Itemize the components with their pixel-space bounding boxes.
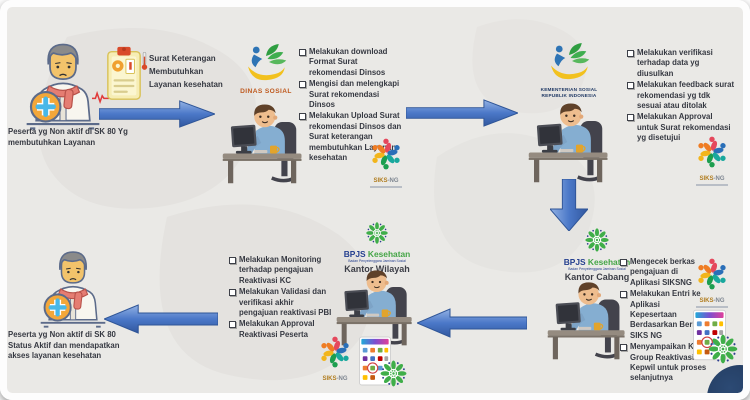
checkbox-bullet-icon [229, 289, 236, 296]
checkbox-bullet-icon [299, 113, 306, 121]
task-text: Melakukan feedback surat rekomendasi yg … [637, 80, 735, 111]
bpjs-brand-label: BPJS [563, 257, 586, 267]
cabang-task-list: Mengecek berkas pengajuan di Aplikasi SI… [620, 257, 708, 385]
checkbox-bullet-icon [299, 49, 306, 56]
task-item: Menyampaikan Ke Group Reaktivasi Kepwil … [620, 342, 708, 384]
siksng-circle-icon [693, 133, 731, 171]
start-label: Peserta yg Non aktif di SK 80 Yg membutu… [8, 127, 128, 147]
dinsos-logo-icon [242, 41, 290, 83]
task-item: Melakukan feedback surat rekomendasi yg … [627, 80, 735, 111]
kemensos-task-list: Melakukan verifikasi terhadap data yg di… [627, 48, 735, 145]
task-item: Melakukan verifikasi terhadap data yg di… [627, 48, 735, 79]
checkbox-bullet-icon [229, 257, 236, 264]
checkbox-bullet-icon [627, 50, 634, 57]
task-text: Melakukan Validasi dan verifikasi akhir … [239, 287, 332, 318]
bpjs-cabang-block: BPJS Kesehatan Badan Penyelenggara Jamin… [549, 227, 645, 283]
task-item: Melakukan Validasi dan verifikasi akhir … [229, 287, 333, 318]
bpjs-tagline: Badan Penyelenggara Jaminan Sosial [568, 267, 626, 271]
bpjs-flower-icon-small-1 [707, 333, 739, 365]
dinsos-org-label: DINAS SOSIAL [240, 88, 292, 95]
checkbox-bullet-icon [627, 82, 634, 89]
task-item: Mengisi dan melengkapi Surat rekomendasi… [299, 79, 405, 110]
task-item: Melakukan Monitoring terhadap pengajuan … [229, 255, 333, 286]
patient-start-icon [17, 41, 109, 131]
checkbox-bullet-icon [620, 344, 627, 351]
task-text: Mengisi dan melengkapi Surat rekomendasi… [309, 79, 400, 110]
checkbox-bullet-icon [620, 259, 627, 266]
siksng-logo-4: SIKS-NG [313, 333, 357, 383]
siksng-subline [369, 186, 403, 188]
dinsos-task-list: Melakukan download Format Surat rekomend… [299, 47, 405, 164]
cabang-operator-icon [543, 279, 631, 361]
task-text: Melakukan download Format Surat rekomend… [309, 47, 388, 77]
wilayah-office-label: Kantor Wilayah [344, 264, 410, 274]
patient-end-icon [27, 249, 119, 329]
task-text: Melakukan verifikasi terhadap data yg di… [637, 48, 713, 78]
siksng-label: SIKS [373, 178, 388, 184]
task-text: Melakukan Upload Surat rekomendasi Dinso… [309, 111, 402, 163]
checkbox-bullet-icon [229, 321, 236, 329]
siksng-logo-2: SIKS-NG [689, 133, 735, 186]
siksng-circle-icon [367, 135, 405, 173]
bpjs-wilayah-block: BPJS Kesehatan Badan Penyelenggara Jamin… [329, 221, 425, 275]
task-text: Melakukan Monitoring terhadap pengajuan … [239, 255, 322, 285]
cabang-office-label: Kantor Cabang [564, 272, 630, 282]
kemensos-org-line2: REPUBLIK INDONESIA [541, 92, 597, 98]
bpjs-flower-icon [584, 227, 610, 253]
task-item: Melakukan Approval untuk Surat rekomenda… [627, 112, 735, 143]
task-text: Melakukan Entri ke Aplikasi Kepesertaan … [630, 289, 706, 340]
dinsos-logo-block: DINAS SOSIAL [223, 41, 309, 95]
diagram-stage: Peserta yg Non aktif di SK 80 Yg membutu… [7, 7, 743, 393]
task-item: Mengecek berkas pengajuan di Aplikasi SI… [620, 257, 708, 288]
arrow-kemensos-to-cabang-icon [550, 179, 588, 231]
arrow-start-to-dinsos-icon [99, 100, 215, 128]
siksng-circle-icon [693, 255, 731, 293]
kemensos-org-line1: KEMENTERIAN SOSIAL [540, 87, 598, 92]
task-text: Menyampaikan Ke Group Reaktivasi Kepwil … [630, 342, 707, 383]
referral-note-label: Surat Keterangan Membutuhkan Layanan kes… [149, 54, 223, 89]
task-text: Melakukan Approval Reaktivasi Peserta [239, 319, 315, 339]
kemensos-operator-icon [525, 100, 613, 184]
dinsos-operator-icon [219, 101, 307, 185]
task-item: Melakukan Approval Reaktivasi Peserta [229, 319, 333, 340]
world-map-watermark [38, 19, 595, 381]
task-item: Melakukan Upload Surat rekomendasi Dinso… [299, 111, 405, 163]
checkbox-bullet-icon [627, 114, 634, 122]
thermometer-icon [141, 51, 148, 71]
task-text: Mengecek berkas pengajuan di Aplikasi SI… [630, 257, 696, 287]
siksng-logo-3: SIKS-NG [689, 255, 735, 308]
task-item: Melakukan download Format Surat rekomend… [299, 47, 405, 78]
task-text: Melakukan Approval untuk Surat rekomenda… [637, 112, 731, 143]
wilayah-task-list: Melakukan Monitoring terhadap pengajuan … [229, 255, 333, 341]
kemensos-logo-icon [546, 40, 592, 82]
checkbox-bullet-icon [620, 291, 627, 298]
arrow-wilayah-to-end-icon [104, 304, 218, 334]
checkbox-bullet-icon [299, 81, 306, 88]
kemensos-logo-block: KEMENTERIAN SOSIAL REPUBLIK INDONESIA [519, 40, 619, 98]
arrow-cabang-to-wilayah-icon [417, 308, 527, 338]
siksng-circle-icon [316, 333, 354, 371]
bpjs-flower-icon [365, 221, 389, 245]
task-item: Melakukan Entri ke Aplikasi Kepesertaan … [620, 289, 708, 341]
arrow-dinsos-to-kemensos-icon [406, 99, 518, 127]
end-label: Peserta yg Non aktif di SK 80 Status Akt… [8, 330, 120, 361]
siksng-logo-1: SIKS-NG [363, 135, 409, 188]
medical-clipboard-icon [105, 45, 143, 102]
bpjs-flower-icon-small-2 [379, 359, 408, 388]
